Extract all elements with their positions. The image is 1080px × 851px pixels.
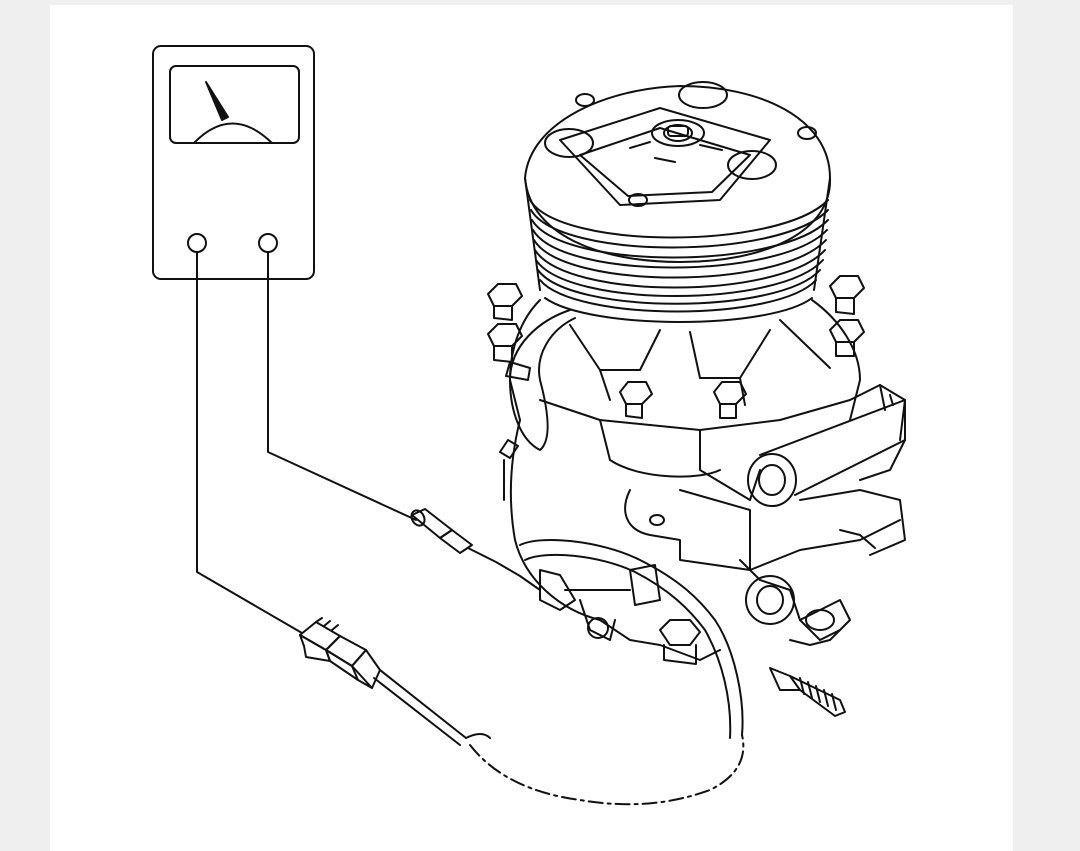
clutch-connector-icon (299, 617, 491, 746)
diagram-frame (50, 5, 1013, 851)
meter-terminal-positive (258, 233, 278, 253)
ground-terminal-icon (410, 508, 541, 591)
clutch-coil-lead (499, 309, 576, 501)
meter-dial-window (169, 65, 300, 144)
wiring-link-dashed (469, 734, 745, 806)
clutch-lead-lower (519, 539, 744, 739)
housing-bolts (487, 275, 865, 419)
mounting-ear-upper (699, 399, 906, 507)
threaded-stud (769, 667, 846, 717)
ac-compressor-icon (487, 81, 906, 739)
test-lead-right (267, 251, 417, 521)
meter-body (152, 45, 315, 280)
test-lead-left (196, 251, 303, 634)
meter-needle (205, 81, 229, 121)
meter-terminal-negative (187, 233, 207, 253)
ohmmeter-icon (152, 45, 315, 280)
magnetic-clutch-icon (524, 81, 832, 323)
meter-dial-arc (193, 122, 273, 144)
